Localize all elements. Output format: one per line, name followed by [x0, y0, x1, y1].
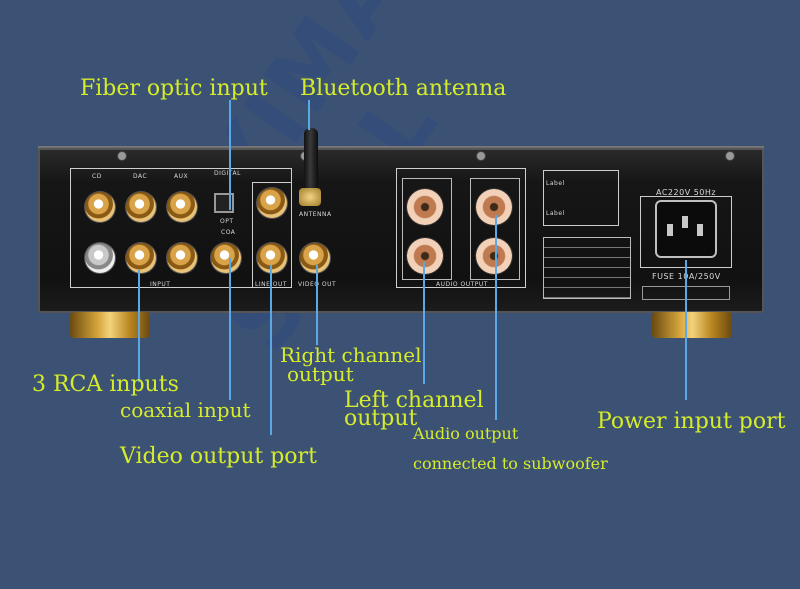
coaxial-jack	[211, 243, 241, 273]
leader-line-coaxial	[229, 258, 231, 400]
screw	[725, 151, 735, 161]
cd-rca-jack	[85, 192, 115, 222]
left-gold-foot	[70, 312, 150, 338]
rca-inputs-label: 3 RCA inputs	[32, 372, 179, 397]
label-text: Label	[546, 180, 565, 187]
screw	[476, 151, 486, 161]
line-out-jack-right	[257, 243, 287, 273]
cd-rca-jack-right	[85, 243, 115, 273]
antenna-text: ANTENNA	[299, 211, 332, 218]
binding-post	[476, 238, 512, 274]
aux-text: AUX	[174, 173, 189, 180]
leader-line-bluetooth	[308, 100, 310, 130]
spec-table	[543, 237, 631, 299]
line-out-frame	[252, 182, 292, 288]
opt-text: OPT	[220, 218, 234, 225]
binding-post	[476, 189, 512, 225]
leader-line-left-channel	[423, 262, 425, 384]
binding-post	[407, 189, 443, 225]
audio-output-label-line2: connected to subwoofer	[413, 454, 608, 473]
left-channel-label-line2: output	[344, 406, 418, 431]
dac-rca-jack	[126, 192, 156, 222]
bluetooth-antenna-label: Bluetooth antenna	[300, 76, 507, 101]
coa-text: COA	[221, 229, 236, 236]
power-socket	[655, 200, 717, 258]
leader-line-rca	[138, 270, 140, 382]
input-text: INPUT	[150, 281, 171, 288]
audio-output-label-line1: Audio output	[413, 424, 519, 443]
left-channel-frame	[402, 178, 452, 280]
leader-line-power	[685, 260, 687, 400]
optical-port	[214, 193, 234, 213]
leader-line-audio-output	[495, 215, 497, 420]
label-sticker	[543, 170, 619, 226]
coaxial-input-label: coaxial input	[120, 398, 251, 422]
aux-rca-jack	[167, 192, 197, 222]
ac-rating-text: AC220V 50Hz	[656, 188, 717, 197]
audio-output-text: AUDIO OUTPUT	[436, 281, 488, 288]
leader-line-video	[270, 265, 272, 435]
cd-text: CD	[92, 173, 102, 180]
bluetooth-antenna	[304, 128, 318, 190]
digital-text: DIGITAL	[214, 170, 241, 177]
screw	[117, 151, 127, 161]
right-channel-label-line1: Right channel	[280, 343, 422, 367]
dac-rca-jack-right	[126, 243, 156, 273]
audio-output-frame	[396, 168, 526, 288]
leader-line-right-channel	[316, 265, 318, 345]
right-gold-foot	[652, 312, 732, 338]
binding-post	[407, 238, 443, 274]
label-text-2: Label	[546, 210, 565, 217]
video-out-jack	[300, 243, 330, 273]
power-input-port-label: Power input port	[597, 409, 786, 434]
leader-line-fiber	[229, 100, 231, 210]
right-channel-label-line2: output	[287, 362, 354, 386]
aux-rca-jack-right	[167, 243, 197, 273]
antenna-connector	[299, 188, 321, 206]
amplifier-rear-panel	[38, 148, 764, 313]
line-out-jack-left	[257, 188, 287, 218]
dac-text: DAC	[133, 173, 148, 180]
left-channel-label-line1: Left channel	[344, 388, 484, 413]
video-output-port-label: Video output port	[120, 444, 317, 469]
fiber-optic-input-label: Fiber optic input	[80, 76, 268, 101]
